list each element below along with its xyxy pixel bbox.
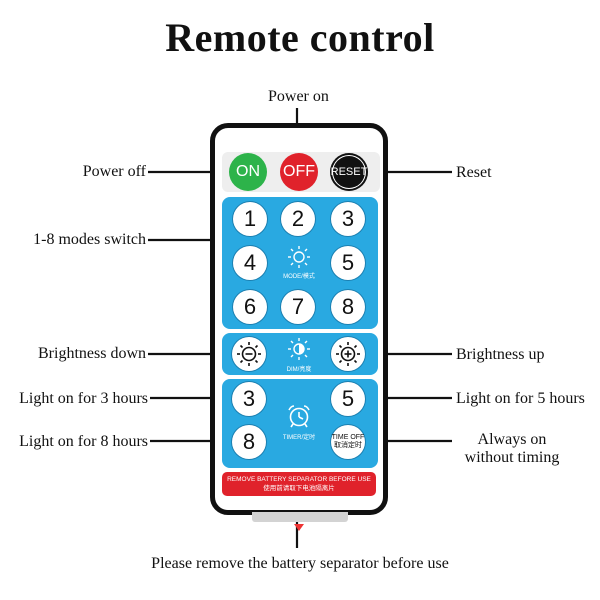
sun-icon <box>288 246 310 268</box>
battery-tab <box>252 512 348 522</box>
time-off-label: TIME OFF <box>331 434 365 441</box>
mode-label: MODE/模式 <box>283 274 315 280</box>
page-title: Remote control <box>165 15 435 60</box>
arrow-down-icon <box>294 524 304 531</box>
label-power-on: Power on <box>268 88 329 105</box>
alarm-clock-icon <box>288 405 310 428</box>
mode-5-button[interactable]: 5 <box>331 246 365 280</box>
mode-3-button[interactable]: 3 <box>331 202 365 236</box>
time-off-label-cn: 取消定时 <box>334 442 362 449</box>
label-always-on: Always on without timing <box>452 431 572 467</box>
mode-2-button[interactable]: 2 <box>281 202 315 236</box>
battery-separator-notice: REMOVE BATTERY SEPARATOR BEFORE USE 使用前请… <box>222 472 376 496</box>
label-always-on-line1: Always on <box>477 431 547 448</box>
label-light-3h: Light on for 3 hours <box>19 390 148 407</box>
time-off-button[interactable]: TIME OFF 取消定时 <box>331 425 365 459</box>
dim-label: DIM/亮度 <box>286 367 312 373</box>
on-button[interactable]: ON <box>229 153 267 191</box>
label-brightness-down: Brightness down <box>38 345 146 362</box>
separator-text-en: REMOVE BATTERY SEPARATOR BEFORE USE <box>227 476 371 483</box>
timer-5h-button[interactable]: 5 <box>331 382 365 416</box>
label-reset: Reset <box>456 164 492 181</box>
mode-1-button[interactable]: 1 <box>233 202 267 236</box>
label-always-on-line2: without timing <box>464 449 560 466</box>
brightness-down-button[interactable] <box>232 337 266 371</box>
label-light-8h: Light on for 8 hours <box>19 433 148 450</box>
mode-7-button[interactable]: 7 <box>281 290 315 324</box>
timer-8h-button[interactable]: 8 <box>232 425 266 459</box>
timer-label: TIMER/定时 <box>282 435 316 441</box>
label-modes: 1-8 modes switch <box>33 231 146 248</box>
dim-icon <box>288 338 310 360</box>
mode-8-button[interactable]: 8 <box>331 290 365 324</box>
dim-up-icon <box>336 342 360 366</box>
mode-6-button[interactable]: 6 <box>233 290 267 324</box>
reset-button[interactable]: RESET <box>330 153 368 191</box>
dim-down-icon <box>237 342 261 366</box>
label-light-5h: Light on for 5 hours <box>456 390 585 407</box>
mode-4-button[interactable]: 4 <box>233 246 267 280</box>
label-power-off: Power off <box>82 163 146 180</box>
bottom-caption: Please remove the battery separator befo… <box>151 555 449 572</box>
separator-text-cn: 使用前请取下电池隔离片 <box>263 485 335 492</box>
label-brightness-up: Brightness up <box>456 346 545 363</box>
brightness-up-button[interactable] <box>331 337 365 371</box>
timer-3h-button[interactable]: 3 <box>232 382 266 416</box>
off-button[interactable]: OFF <box>280 153 318 191</box>
